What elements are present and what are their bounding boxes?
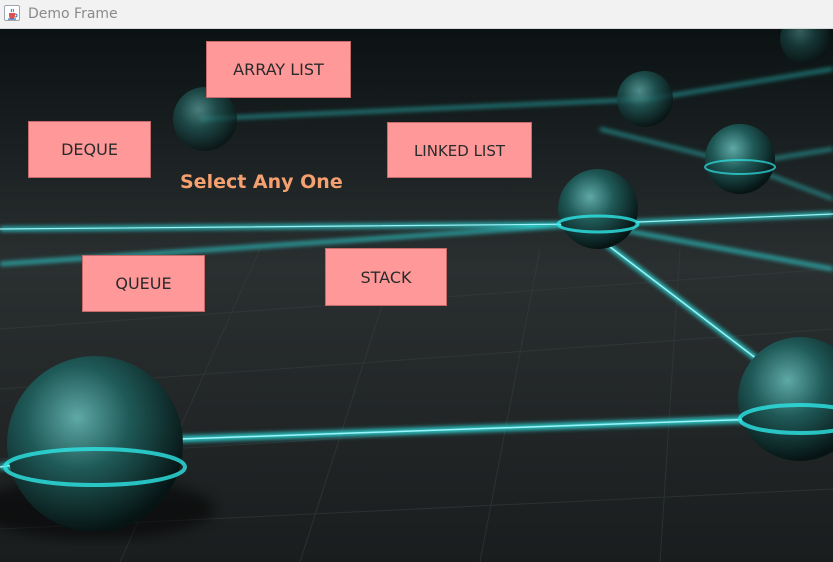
- content-panel: Select Any One ARRAY LIST DEQUE LINKED L…: [0, 29, 833, 562]
- stack-button[interactable]: STACK: [325, 248, 447, 306]
- java-cup-icon[interactable]: [4, 5, 20, 21]
- linked-list-button[interactable]: LINKED LIST: [387, 122, 532, 178]
- title-bar: Demo Frame: [0, 0, 833, 29]
- window-title: Demo Frame: [28, 6, 118, 22]
- select-prompt: Select Any One: [180, 171, 343, 193]
- queue-button[interactable]: QUEUE: [82, 255, 205, 312]
- deque-button[interactable]: DEQUE: [28, 121, 151, 178]
- array-list-button[interactable]: ARRAY LIST: [206, 41, 351, 98]
